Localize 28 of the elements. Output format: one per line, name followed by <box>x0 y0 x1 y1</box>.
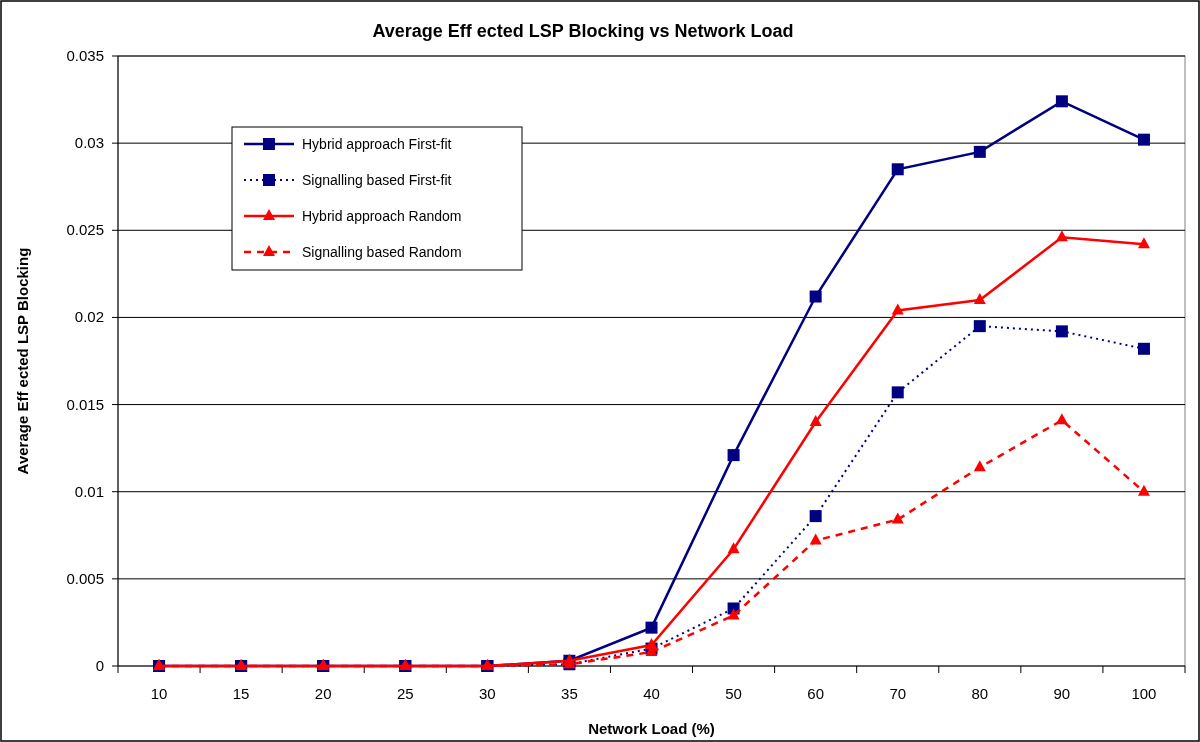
y-tick-label: 0.035 <box>66 47 104 64</box>
x-tick-label: 30 <box>479 685 496 702</box>
x-axis-title: Network Load (%) <box>588 720 715 737</box>
y-tick-label: 0.025 <box>66 221 104 239</box>
y-tick-label: 0.015 <box>66 395 104 413</box>
legend-label: Signalling based Random <box>302 244 462 260</box>
x-tick-label: 90 <box>1053 685 1071 702</box>
x-tick-label: 40 <box>643 685 660 702</box>
chart-title: Average Eff ected LSP Blocking vs Network Load <box>372 21 794 41</box>
x-tick-label: 20 <box>314 685 332 702</box>
x-tick-label: 80 <box>971 685 989 702</box>
y-tick-label: 0.03 <box>74 134 104 152</box>
legend-label: Signalling based First-fit <box>302 172 452 188</box>
x-tick-label: 25 <box>396 685 414 702</box>
y-tick-label: 0 <box>95 657 104 674</box>
x-tick-label: 15 <box>232 685 250 702</box>
x-tick-label: 35 <box>561 685 578 702</box>
legend-label: Hybrid approach First-fit <box>302 136 452 152</box>
legend-label: Hybrid approach Random <box>302 208 462 224</box>
y-tick-label: 0.01 <box>74 482 104 500</box>
y-tick-label: 0.005 <box>66 569 104 587</box>
x-tick-label: 100 <box>1131 685 1157 702</box>
y-axis-title: Average Eff ected LSP Blocking <box>14 247 31 475</box>
x-tick-label: 60 <box>807 685 824 702</box>
x-tick-label: 50 <box>725 685 742 702</box>
x-tick-label: 70 <box>889 685 907 702</box>
y-tick-label: 0.02 <box>74 308 104 326</box>
x-tick-label: 10 <box>150 685 168 702</box>
